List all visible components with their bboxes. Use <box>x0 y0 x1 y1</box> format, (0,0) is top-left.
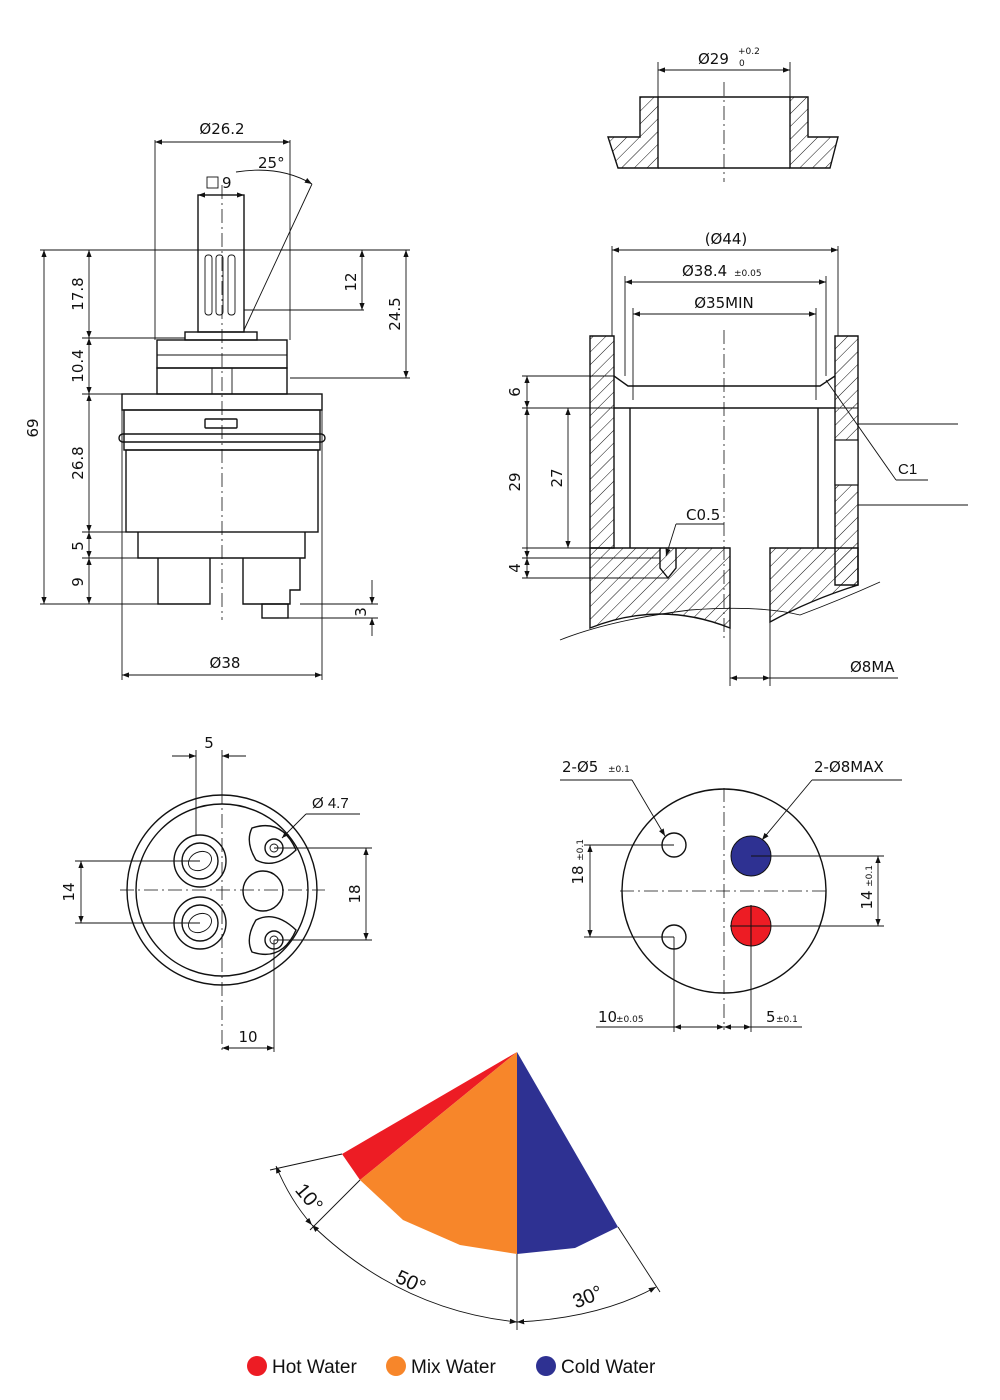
mix-water-swatch <box>386 1356 406 1376</box>
legend-cold: Cold Water <box>561 1357 656 1378</box>
dim-d26-2: Ø26.2 <box>199 120 244 138</box>
dim-h17-8: 17.8 <box>69 277 87 310</box>
dim-hp-h18: 18 <box>569 865 587 884</box>
hot-water-swatch <box>247 1356 267 1376</box>
legend-hot: Hot Water <box>272 1357 357 1378</box>
hot-water-sector <box>342 1052 517 1180</box>
dim-d35: Ø35MIN <box>694 294 753 312</box>
dim-hp-h18-tol: ±0.1 <box>576 839 586 861</box>
dim-d4-7: Ø 4.7 <box>312 795 349 812</box>
cold-water-sector <box>517 1052 618 1254</box>
dim-d29-tol-upper: +0.2 <box>738 47 760 57</box>
legend-mix: Mix Water <box>411 1357 496 1378</box>
dim-h3: 3 <box>352 607 370 617</box>
dim-hp-h14: 14 <box>858 890 876 909</box>
angle-50: 50° <box>392 1266 429 1299</box>
dim-hp-h14-tol: ±0.1 <box>865 865 875 887</box>
dim-h12: 12 <box>342 272 360 291</box>
cartridge-bottom-view: 5 Ø 4.7 14 18 10 <box>60 734 372 1052</box>
dim-w10: 10 <box>238 1028 257 1046</box>
dim-hp-w10-tol: ±0.05 <box>616 1015 644 1025</box>
dim-h4: 4 <box>506 563 524 573</box>
dim-h69: 69 <box>24 418 42 437</box>
dim-d38: Ø38 <box>210 654 241 672</box>
cold-water-swatch <box>536 1356 556 1376</box>
dim-h26-8: 26.8 <box>69 446 87 479</box>
cartridge-side-view: Ø26.2 25° 9 12 24.5 17.8 10.4 69 26.8 5 … <box>24 120 410 680</box>
ring-section-view: Ø29 +0.2 0 <box>607 47 839 182</box>
dim-hp-w5-tol: ±0.1 <box>776 1015 798 1025</box>
dim-h24-5: 24.5 <box>386 297 404 330</box>
dim-h14: 14 <box>60 882 78 901</box>
dim-h10-4: 10.4 <box>69 349 87 382</box>
dim-d8: Ø8MA <box>850 658 895 676</box>
angle-10: 10° <box>290 1179 326 1216</box>
dim-d44: (Ø44) <box>705 230 748 248</box>
hole-pattern-view: 2-Ø5 ±0.1 2-Ø8MAX 18 ±0.1 14 ±0.1 10 ±0.… <box>560 758 902 1032</box>
dim-hp-w10: 10 <box>598 1008 617 1026</box>
dim-c0-5: C0.5 <box>686 506 720 524</box>
dim-d29-tol-lower: 0 <box>739 59 745 69</box>
dim-square-9: 9 <box>222 174 232 192</box>
dim-d29: Ø29 <box>698 50 729 68</box>
dim-h29: 29 <box>506 472 524 491</box>
dim-h5: 5 <box>69 541 87 551</box>
dim-holes8: 2-Ø8MAX <box>814 758 884 776</box>
dim-d38-4-tol: ±0.05 <box>734 269 762 279</box>
dim-h27: 27 <box>548 468 566 487</box>
housing-section-view: (Ø44) Ø38.4 ±0.05 Ø35MIN 6 29 27 4 C1 C0… <box>506 230 968 686</box>
dim-c1: C1 <box>898 461 917 478</box>
legend: Hot Water Mix Water Cold Water <box>247 1356 656 1378</box>
dim-h6: 6 <box>506 387 524 397</box>
dim-holes5: 2-Ø5 <box>562 758 598 776</box>
angle-30: 30° <box>570 1282 606 1314</box>
dim-d38-4: Ø38.4 <box>682 262 727 280</box>
mix-water-sector <box>360 1052 517 1254</box>
dim-angle-25: 25° <box>258 154 285 172</box>
dim-h9: 9 <box>69 577 87 587</box>
dim-hp-w5: 5 <box>766 1008 776 1026</box>
dim-w5: 5 <box>204 734 214 752</box>
dim-h18: 18 <box>346 884 364 903</box>
handle-angle-diagram: 10° 50° 30° <box>269 1052 661 1330</box>
dim-holes5-tol: ±0.1 <box>608 765 630 775</box>
